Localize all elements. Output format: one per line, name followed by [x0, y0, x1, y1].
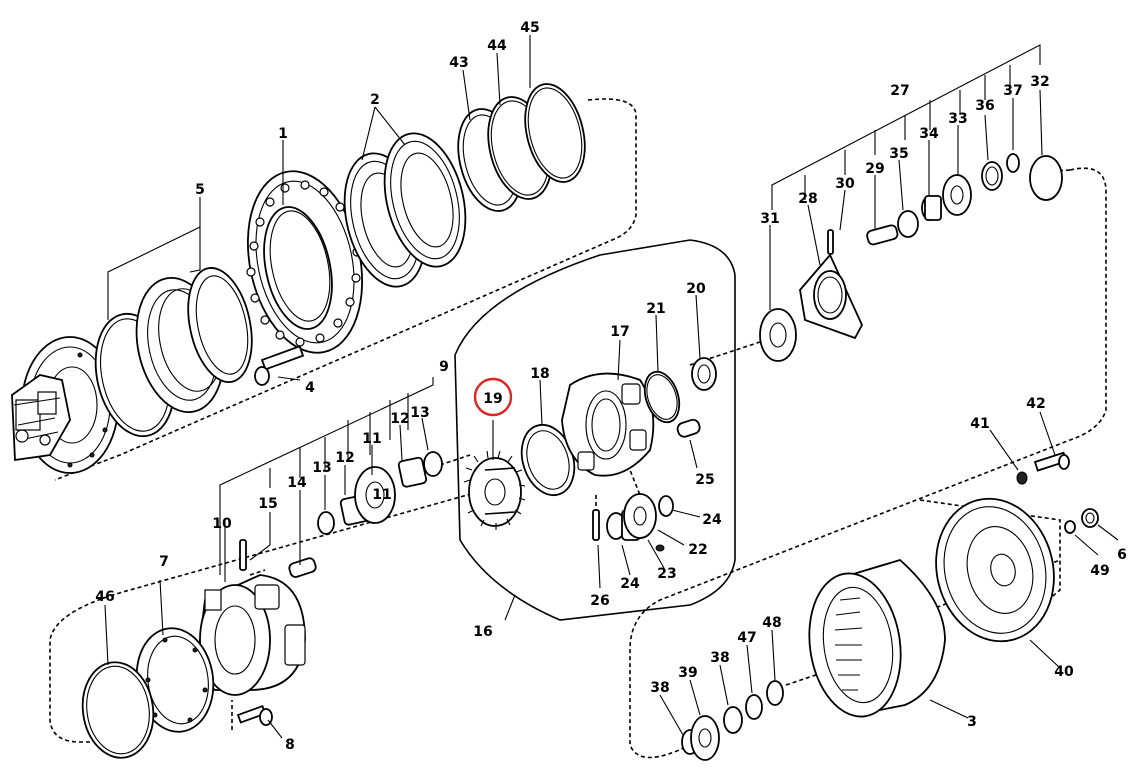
- label-38a: 38: [650, 680, 669, 696]
- bolt-41-42: [1016, 451, 1070, 485]
- label-11a: 11: [362, 431, 381, 447]
- label-30: 30: [835, 176, 855, 192]
- label-41: 41: [970, 416, 989, 432]
- label-47: 47: [737, 630, 756, 646]
- label-13b: 13: [312, 460, 331, 476]
- planet-assembly-outline-16: [454, 239, 736, 621]
- ring-gear-3: [808, 558, 946, 718]
- label-16: 16: [473, 624, 492, 640]
- label-22: 22: [688, 542, 707, 558]
- label-14: 14: [287, 475, 307, 491]
- parts-20-21-25: [643, 357, 717, 438]
- label-4: 4: [305, 380, 315, 396]
- highlight-circle: [473, 377, 513, 417]
- label-25: 25: [695, 472, 714, 488]
- thrust-ring-18: [520, 424, 576, 496]
- label-11b: 11: [372, 487, 391, 503]
- cover-40: [935, 497, 1055, 643]
- label-10: 10: [212, 516, 232, 532]
- label-35: 35: [889, 146, 908, 162]
- label-24b: 24: [620, 576, 640, 592]
- label-38b: 38: [710, 650, 729, 666]
- hub-flange-1: [246, 170, 363, 354]
- label-21: 21: [646, 301, 665, 317]
- motor-housing: [11, 336, 119, 474]
- label-36: 36: [975, 98, 994, 114]
- label-44: 44: [487, 38, 507, 54]
- label-48: 48: [762, 615, 781, 631]
- label-24a: 24: [702, 512, 722, 528]
- label-5: 5: [195, 182, 205, 198]
- carrier-17: [561, 372, 655, 477]
- label-17: 17: [610, 324, 629, 340]
- label-18: 18: [530, 366, 549, 382]
- label-7: 7: [159, 554, 169, 570]
- label-8: 8: [285, 737, 295, 753]
- label-23: 23: [657, 566, 676, 582]
- label-29: 29: [865, 161, 884, 177]
- label-43: 43: [449, 55, 468, 71]
- label-31: 31: [760, 211, 779, 227]
- label-3: 3: [967, 714, 977, 730]
- small-parts-11-15: [239, 451, 443, 578]
- plate-7: [135, 627, 215, 733]
- label-28: 28: [798, 191, 817, 207]
- label-13a: 13: [410, 405, 429, 421]
- label-45: 45: [520, 20, 539, 36]
- label-15: 15: [258, 496, 277, 512]
- label-33: 33: [948, 111, 967, 127]
- part-number-labels: 1 2 3 4 5 6 7 8 9 10 11 11 12 12 13 13 1…: [95, 20, 1127, 753]
- bolt-4: [254, 345, 305, 386]
- dashed-line-upper: [54, 98, 637, 481]
- planet-gears-22-24: [592, 493, 674, 552]
- dashed-line-lower: [49, 489, 486, 743]
- label-20: 20: [686, 281, 706, 297]
- label-46: 46: [95, 589, 114, 605]
- label-49: 49: [1090, 563, 1109, 579]
- label-27: 27: [890, 83, 909, 99]
- label-34: 34: [919, 126, 939, 142]
- bearing-pair-2: [343, 132, 467, 288]
- dashed-line-bolt: [231, 569, 266, 730]
- label-40: 40: [1054, 664, 1074, 680]
- label-2: 2: [370, 92, 380, 108]
- label-9: 9: [439, 359, 449, 375]
- label-12a: 12: [390, 411, 409, 427]
- label-26: 26: [590, 593, 609, 609]
- dashed-line-right: [629, 167, 1107, 759]
- bolt-8: [236, 704, 273, 726]
- parts-27-37: [759, 153, 1063, 362]
- plug-6-49: [1064, 508, 1099, 534]
- leader-lines: [104, 35, 1119, 739]
- seal-group-5: [94, 267, 253, 438]
- sun-gear-19: [463, 450, 526, 530]
- label-39: 39: [678, 665, 697, 681]
- rings-43-44-45: [457, 83, 586, 212]
- label-42: 42: [1026, 396, 1045, 412]
- label-12b: 12: [335, 450, 354, 466]
- label-32: 32: [1030, 74, 1049, 90]
- ring-46: [81, 661, 155, 759]
- dashed-line-sun: [689, 341, 761, 366]
- label-1: 1: [278, 126, 288, 142]
- carrier-10: [199, 574, 306, 696]
- label-19: 19: [483, 391, 502, 407]
- parts-38-39-47-48: [681, 680, 784, 761]
- label-37: 37: [1003, 83, 1022, 99]
- label-6: 6: [1117, 547, 1127, 563]
